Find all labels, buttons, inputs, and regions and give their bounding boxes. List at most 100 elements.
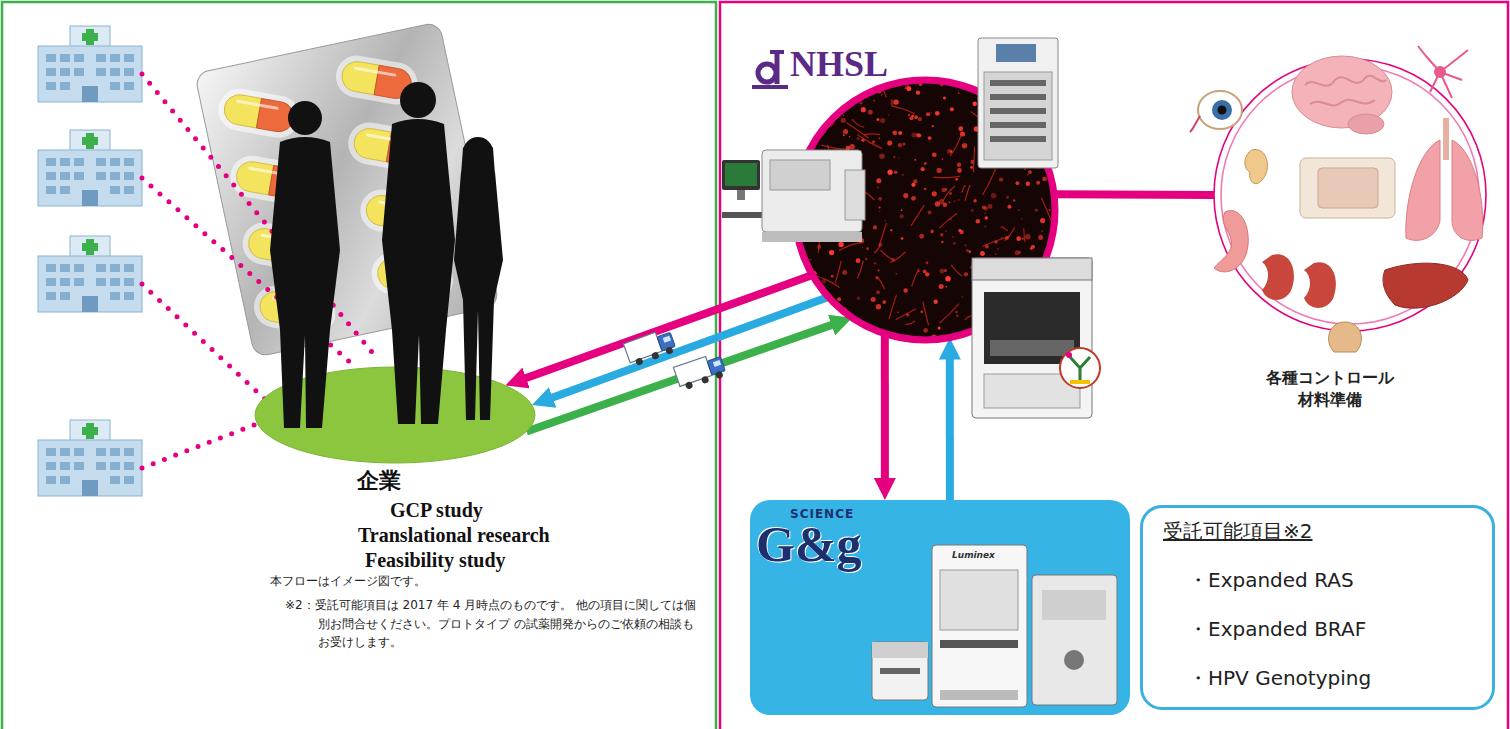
study-type: Feasibility study xyxy=(365,548,506,573)
fluorescence-image xyxy=(908,114,910,116)
truck-icon xyxy=(623,328,677,368)
fluorescence-image xyxy=(846,146,851,151)
fluorescence-image xyxy=(843,134,845,136)
fluorescence-image xyxy=(995,253,997,255)
fluorescence-image xyxy=(836,159,839,169)
fluorescence-image xyxy=(906,321,916,324)
fluorescence-image xyxy=(860,232,862,234)
fluorescence-image xyxy=(914,115,918,119)
fluorescence-image xyxy=(1019,158,1023,162)
fluorescence-image xyxy=(829,250,834,255)
fluorescence-image xyxy=(843,115,844,116)
fluorescence-image xyxy=(1005,140,1009,144)
organ-illustration xyxy=(1218,106,1227,115)
fluorescence-image xyxy=(857,261,863,279)
fluorescence-image xyxy=(924,162,927,165)
pcr-instrument xyxy=(872,642,928,700)
fluorescence-image xyxy=(918,117,922,121)
fluorescence-image xyxy=(837,297,841,301)
fluorescence-image xyxy=(877,269,879,271)
fluorescence-image xyxy=(1026,181,1030,185)
fluorescence-image xyxy=(862,247,863,248)
fluorescence-image xyxy=(876,290,880,294)
fluorescence-image xyxy=(842,270,847,275)
fluorescence-image xyxy=(1030,247,1033,250)
organ-illustration xyxy=(1452,140,1483,240)
pcr-instrument xyxy=(880,668,920,674)
panel-border xyxy=(2,2,716,729)
fluorescence-image xyxy=(955,178,958,181)
fluorescence-image xyxy=(909,116,913,120)
immunostainer xyxy=(984,374,1080,408)
fluorescence-image xyxy=(808,202,820,227)
fluorescence-image xyxy=(1002,121,1004,123)
fluorescence-image xyxy=(988,266,995,270)
fluorescence-image xyxy=(849,136,850,137)
analyzer-tower xyxy=(1064,650,1084,670)
fluorescence-image xyxy=(1036,181,1040,185)
fluorescence-image xyxy=(997,130,1000,133)
nhsl-logo-mark xyxy=(758,64,776,82)
fluorescence-image xyxy=(868,110,873,115)
control-material-ring-outline xyxy=(1221,66,1479,324)
fluorescence-image xyxy=(1019,139,1022,142)
fluorescence-image xyxy=(1021,218,1022,219)
fluorescence-image xyxy=(965,185,970,201)
pill-pack xyxy=(239,219,327,275)
slide-scanner xyxy=(722,150,865,242)
fluorescence-image xyxy=(911,183,915,187)
fluorescence-image xyxy=(902,174,904,176)
fluorescence-image xyxy=(985,213,986,214)
fluorescence-image xyxy=(889,295,896,319)
fluorescence-image xyxy=(831,275,834,278)
fluorescence-image xyxy=(845,228,849,232)
fluorescence-image xyxy=(958,199,960,201)
fluorescence-image xyxy=(852,119,864,127)
fluorescence-image xyxy=(879,154,884,159)
list-item: ・HPV Genotyping xyxy=(1188,666,1371,690)
fluorescence-image xyxy=(1024,228,1025,242)
slide-stainer xyxy=(996,44,1036,62)
fluorescence-image xyxy=(931,231,933,233)
company-heading: 企業 xyxy=(357,468,401,494)
fluorescence-image xyxy=(891,99,894,102)
pill-pack xyxy=(333,52,421,108)
fluorescence-image xyxy=(903,193,908,198)
study-type: GCP study xyxy=(390,498,483,523)
fluorescence-image xyxy=(996,286,1001,291)
fluorescence-image xyxy=(844,184,848,188)
fluorescence-image xyxy=(984,154,986,156)
fluorescence-image xyxy=(919,234,924,239)
pill-pack xyxy=(251,282,339,338)
fluorescence-image xyxy=(898,157,899,158)
fluorescence-image xyxy=(890,229,892,231)
dotted-link xyxy=(142,422,262,468)
organ-illustration xyxy=(1292,56,1392,128)
fluorescence-image xyxy=(855,227,857,229)
fluorescence-image xyxy=(916,91,920,95)
fluorescence-image xyxy=(843,129,848,134)
footnote: ※2：受託可能項目は 2017 年 4 月時点のものです。 他の項目に関しては個… xyxy=(285,596,703,652)
fluorescence-image xyxy=(970,266,973,269)
fluorescence-image xyxy=(911,205,924,226)
fluorescence-image xyxy=(838,188,843,193)
organ-illustration xyxy=(1304,262,1336,308)
organ-illustration xyxy=(1300,158,1395,218)
lab-circle: NHSL xyxy=(745,40,1065,350)
fluorescence-image xyxy=(850,144,855,149)
hospital-icon xyxy=(38,236,142,312)
fluorescence-image xyxy=(923,302,929,326)
fluorescence-image xyxy=(955,311,957,313)
fluorescence-image xyxy=(953,242,956,245)
pill-pack xyxy=(195,22,500,358)
analyzer-tower xyxy=(1042,590,1106,620)
fluorescence-image xyxy=(881,94,883,96)
fluorescence-image xyxy=(982,236,1010,246)
luminex-analyzer xyxy=(932,545,1027,707)
flow-arrow xyxy=(505,275,812,385)
fluorescence-image xyxy=(935,111,940,116)
fluorescence-image xyxy=(962,185,966,192)
fluorescence-image xyxy=(795,80,1055,340)
fluorescence-image xyxy=(932,152,937,157)
study-type: Translational research xyxy=(358,523,550,548)
